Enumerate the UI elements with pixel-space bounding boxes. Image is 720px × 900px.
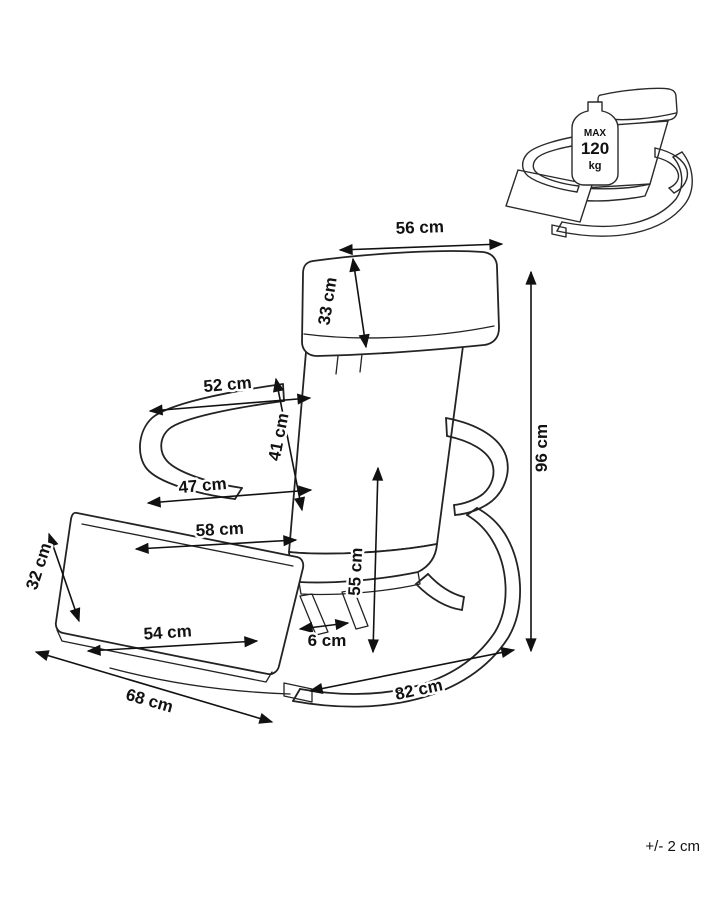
- dim-label-82: 82 cm: [393, 675, 444, 704]
- inset-rocker-runner: [551, 151, 693, 238]
- dim-arrow-6: [298, 619, 350, 633]
- seat-front-band: [298, 571, 421, 596]
- dim-arrow-54: [86, 636, 259, 656]
- dim-label-41: 41 cm: [265, 411, 293, 462]
- dimension-arrows: [34, 238, 537, 724]
- dim-label-47: 47 cm: [178, 474, 228, 497]
- max-weight-value: 120: [581, 139, 609, 158]
- right-armrest: [445, 417, 509, 516]
- max-weight-unit: kg: [589, 160, 602, 172]
- runner-foot-pad: [283, 682, 313, 703]
- dim-label-68: 68 cm: [124, 685, 176, 717]
- max-weight-label: MAX: [584, 128, 607, 139]
- tolerance-note: +/- 2 cm: [645, 838, 700, 855]
- weight-bottle: [571, 101, 619, 186]
- dim-label-55: 55 cm: [345, 547, 366, 596]
- inset-right-armrest: [654, 147, 689, 194]
- dim-arrow-82: [308, 646, 516, 695]
- dim-arrow-58: [134, 535, 298, 554]
- dim-label-54: 54 cm: [143, 621, 192, 643]
- dim-arrow-55: [367, 466, 384, 654]
- right-seat-support: [415, 573, 465, 611]
- dim-label-32: 32 cm: [22, 540, 55, 592]
- dim-arrow-32: [47, 532, 81, 623]
- legrest-cushion: [54, 511, 305, 683]
- dim-label-96: 96 cm: [532, 424, 551, 472]
- dim-arrow-33: [349, 257, 370, 349]
- main-chair-drawing: [54, 250, 521, 708]
- dim-label-6: 6 cm: [308, 631, 347, 650]
- dim-arrow-47: [146, 485, 313, 508]
- inset-weight-capacity: MAX 120 kg: [505, 87, 693, 238]
- inset-seat: [577, 183, 651, 202]
- dim-label-58: 58 cm: [195, 519, 244, 540]
- dim-arrow-68: [34, 650, 274, 724]
- inset-legrest: [505, 169, 593, 223]
- dim-label-56: 56 cm: [395, 217, 444, 238]
- dim-label-52: 52 cm: [203, 373, 253, 396]
- dim-arrow-56: [338, 238, 504, 256]
